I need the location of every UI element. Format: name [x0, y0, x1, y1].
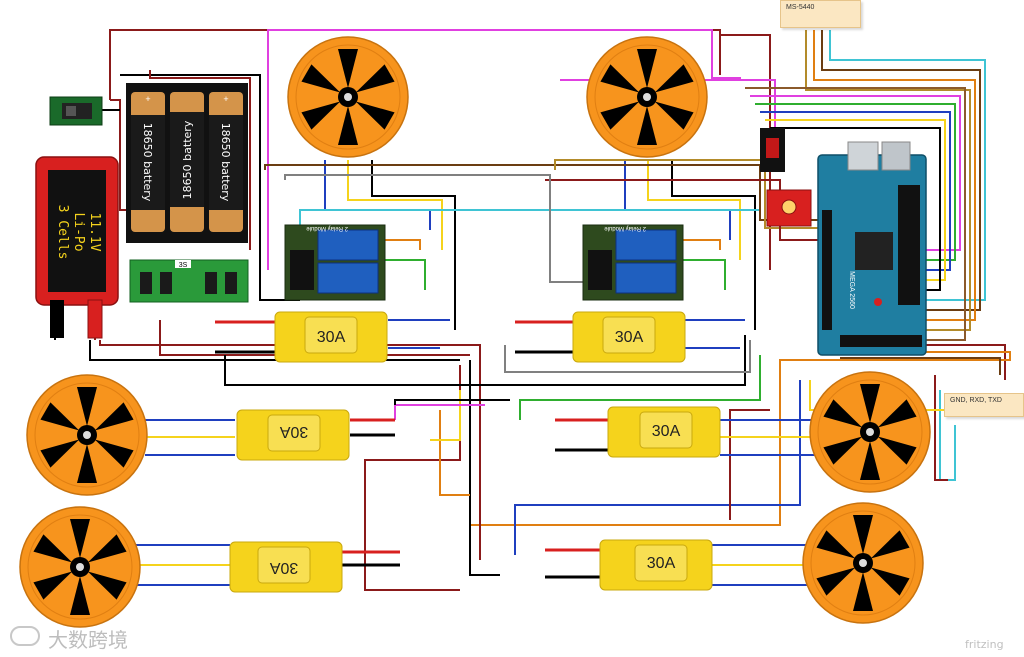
- cell-1: + 18650 battery: [131, 92, 165, 232]
- battery-holder: + 18650 battery 18650 battery + 18650 ba…: [126, 83, 248, 243]
- watermark-left: 大数跨境: [48, 628, 128, 652]
- cell-3: + 18650 battery: [209, 92, 243, 232]
- esc-top-right: 30A: [572, 311, 686, 363]
- motor-bottom-right: [802, 502, 924, 624]
- esc-bottom-right: 30A: [599, 539, 713, 591]
- cell-2-label: 18650 battery: [181, 120, 194, 199]
- esc-top-left: 30A: [274, 311, 388, 363]
- cell-1-label: 18650 battery: [141, 123, 154, 202]
- relay-left-label: 2 Relay Module: [306, 225, 348, 231]
- motor-top-left: [287, 36, 409, 158]
- esc-mid-left: 30A: [236, 409, 350, 461]
- relay-module-left: 2 Relay Module: [284, 224, 386, 301]
- watermark-logo: [10, 626, 40, 646]
- lipo-cells: 3 Cells: [55, 205, 70, 260]
- cell-3-label: 18650 battery: [219, 123, 232, 202]
- bms-label: 3S: [179, 262, 188, 269]
- esc-top-right-label: 30A: [615, 329, 644, 346]
- esc-mid-left-label: 30A: [279, 423, 308, 440]
- motor-bottom-left: [19, 506, 141, 628]
- note-top: MS-5440: [780, 0, 861, 28]
- note-right: GND, RXD, TXD: [944, 393, 1024, 417]
- esc-mid-right-label: 30A: [652, 423, 681, 440]
- motor-top-right: [586, 36, 708, 158]
- lipo-voltage: 11.1V: [87, 212, 102, 251]
- esc-bottom-right-label: 30A: [647, 555, 676, 572]
- bms-board: 3S: [129, 259, 249, 303]
- esc-bottom-left: 30A: [229, 541, 343, 593]
- svg-text:+: +: [145, 94, 150, 104]
- esc-bottom-left-label: 30A: [269, 559, 298, 576]
- cell-2: 18650 battery: [170, 92, 204, 232]
- motor-mid-left: [26, 374, 148, 496]
- esc-top-left-label: 30A: [317, 329, 346, 346]
- relay-right-label: 2 Relay Module: [604, 225, 646, 231]
- sensor-module: [766, 189, 812, 227]
- esc-mid-right: 30A: [607, 406, 721, 458]
- power-switch-right: [760, 128, 785, 172]
- watermark-right: fritzing: [965, 638, 1004, 651]
- svg-text:+: +: [223, 94, 228, 104]
- lipo-battery: 11.1V Li-Po 3 Cells: [35, 156, 119, 339]
- lipo-chemistry: Li-Po: [71, 212, 86, 251]
- arduino-mega: MEGA 2560: [817, 141, 927, 356]
- relay-module-right: 2 Relay Module: [582, 224, 684, 301]
- power-switch-left: [49, 96, 103, 126]
- arduino-label: MEGA 2560: [848, 271, 855, 309]
- motor-mid-right: [809, 371, 931, 493]
